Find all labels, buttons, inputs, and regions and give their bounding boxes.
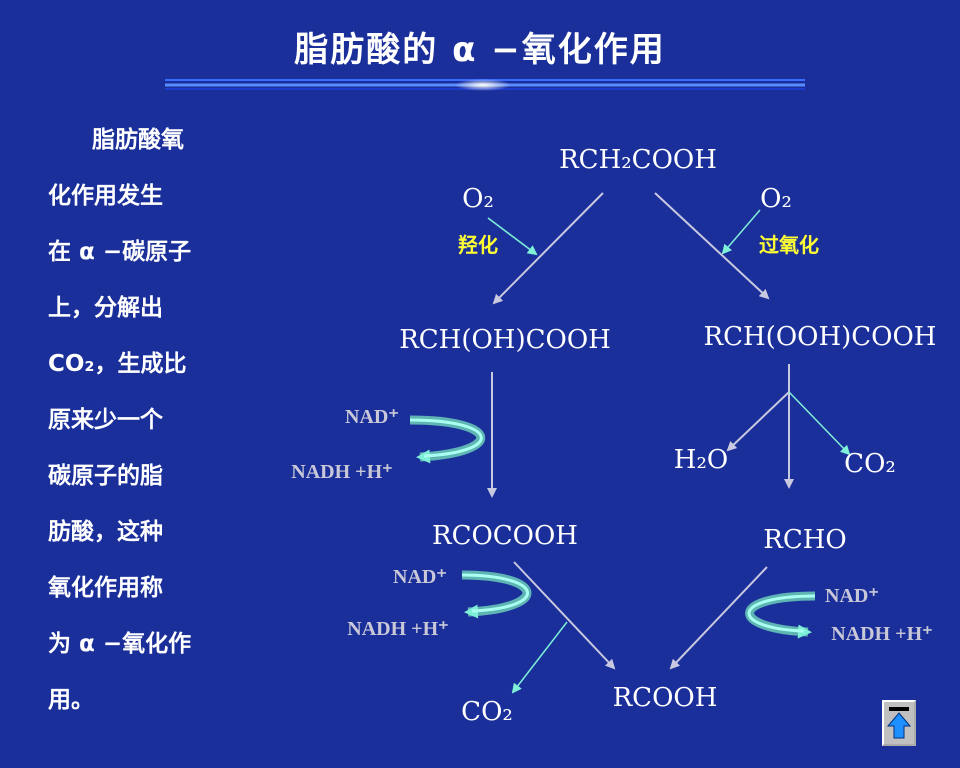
hydroxylation-label: 羟化 (458, 233, 498, 257)
co2-right-label: CO₂ (844, 449, 896, 479)
nad-curve-arrow-3 (745, 591, 816, 639)
page-title: 脂肪酸的 α −氧化作用 (294, 30, 666, 70)
o2-right: O₂ (760, 184, 792, 214)
nad-label-3: NAD⁺ (825, 585, 879, 607)
description-line: 脂肪酸氧 (92, 127, 184, 153)
description-line: 肪酸，这种 (48, 519, 163, 545)
peroxidation-label: 过氧化 (759, 233, 819, 257)
nadh-label-2: NADH +H⁺ (347, 618, 448, 640)
description-line: CO₂，生成比 (48, 351, 187, 377)
arrow-to-co2-right (788, 391, 851, 456)
hydroperoxy-acid: RCH(OOH)COOH (704, 322, 937, 352)
aldehyde: RCHO (763, 525, 846, 555)
arrow-keto-to-product (513, 561, 616, 670)
nad-curve-arrow-3-highlight (747, 594, 816, 633)
h2o-label: H₂O (674, 445, 728, 475)
return-button[interactable] (882, 700, 916, 746)
nadh-label-3: NADH +H⁺ (831, 623, 932, 645)
description-line: 氧化作用称 (48, 575, 163, 601)
nad-curve-arrow-1-highlight (409, 418, 483, 458)
description-text: 脂肪酸氧 化作用发生 在 α −碳原子 上，分解出 CO₂，生成比 原来少一个 … (48, 112, 270, 728)
nad-curve-arrow-2 (461, 570, 532, 619)
keto-acid: RCOCOOH (432, 521, 578, 551)
arrow-o2-right (721, 209, 761, 255)
nad-label-1: NAD⁺ (345, 406, 399, 428)
description-line: 用。 (48, 687, 94, 713)
hydroxy-acid: RCH(OH)COOH (399, 325, 611, 355)
arrow-to-h2o (726, 391, 790, 452)
arrow-to-co2-bottom (511, 621, 568, 694)
nadh-label-1: NADH +H⁺ (291, 461, 392, 483)
start-compound: RCH₂COOH (559, 145, 717, 175)
description-line: 原来少一个 (48, 407, 163, 433)
o2-left: O₂ (462, 184, 494, 214)
up-arrow-icon (886, 707, 912, 739)
arrow-o2-left (487, 217, 538, 256)
nad-curve-arrow-1 (409, 415, 486, 464)
co2-bottom-label: CO₂ (461, 697, 513, 727)
arrow-aldehyde-to-product (669, 566, 768, 670)
description-line: 碳原子的脂 (48, 463, 163, 489)
description-line: 在 α −碳原子 (48, 239, 192, 265)
description-line: 为 α −氧化作 (48, 631, 192, 657)
nad-label-2: NAD⁺ (393, 566, 447, 588)
description-line: 上，分解出 (48, 295, 163, 321)
description-line: 化作用发生 (48, 183, 163, 209)
title-divider (165, 79, 805, 91)
product-compound: RCOOH (613, 683, 718, 713)
arrow-to-hydroxy (492, 192, 604, 305)
arrow-to-hydroperoxy (654, 192, 770, 300)
nad-curve-arrow-2-highlight (461, 573, 529, 613)
